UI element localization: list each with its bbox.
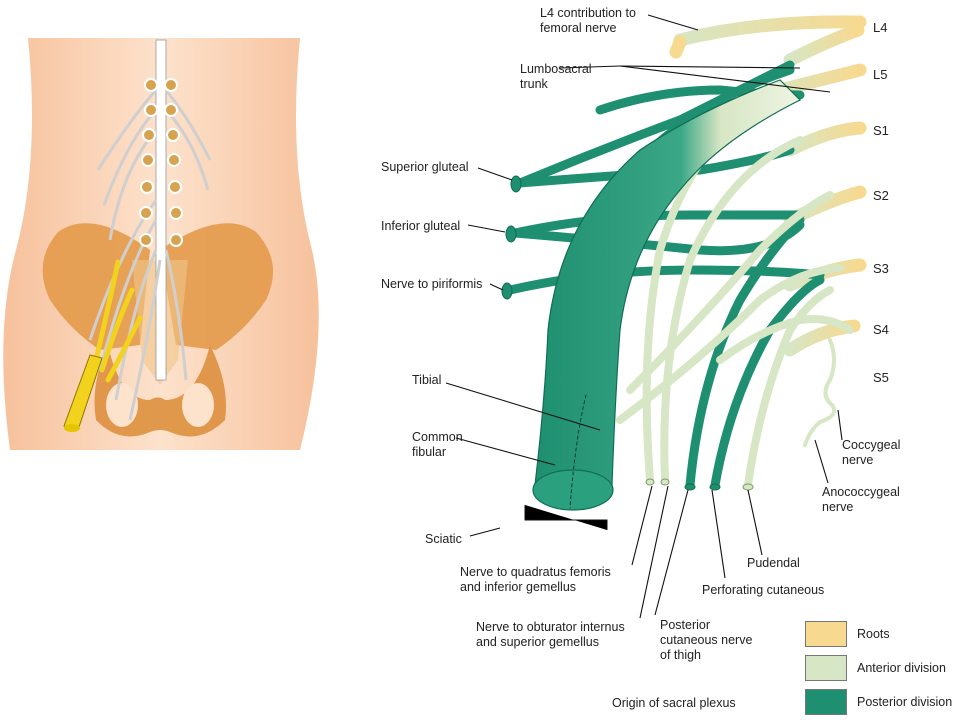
legend-item-posterior: Posterior division [805,689,952,715]
root-label-s1: S1 [873,123,889,138]
right-obturator-foramen [182,383,214,427]
branch-cut-ends-light [645,478,754,491]
legend-swatch-anterior [805,655,847,681]
root-label-l4: L4 [873,20,888,35]
leader-lines [445,14,843,619]
spinal-cord [155,39,167,381]
label-pudendal: Pudendal [747,556,800,570]
label-nerve-to-quadratus: Nerve to quadratus femoris and inferior … [460,565,611,594]
plexus-main [501,15,867,511]
label-perforating-cutaneous: Perforating cutaneous [702,583,825,597]
legend-label-anterior: Anterior division [857,661,946,675]
sciatic-cut-section [532,469,614,511]
root-label-l5: L5 [873,67,888,82]
label-lumbosacral-trunk: Lumbosacral trunk [520,62,592,91]
label-superior-gluteal: Superior gluteal [381,160,469,174]
label-coccygeal-nerve: Coccygeal nerve [842,438,901,467]
label-tibial: Tibial [412,373,442,387]
legend-swatch-roots [805,621,847,647]
label-caption: Origin of sacral plexus [612,696,736,710]
femoral-contribution-stub [669,35,687,59]
sciatic-cut-end [64,424,80,432]
root-label-s2: S2 [873,188,889,203]
label-anococcygeal-nerve: Anococcygeal nerve [822,485,900,514]
root-label-s5: S5 [873,370,889,385]
branch-cut-ends [501,175,721,491]
torso-inset [3,38,319,450]
label-inferior-gluteal: Inferior gluteal [381,219,461,233]
legend-label-posterior: Posterior division [857,695,953,709]
legend-label-roots: Roots [857,627,890,641]
label-posterior-cutaneous: Posterior cutaneous nerve of thigh [660,618,753,662]
label-common-fibular: Common fibular [412,430,463,459]
sciatic-trunk [534,79,802,486]
label-sciatic: Sciatic [425,532,462,546]
coccygeal-plexus [803,338,837,447]
label-nerve-to-obturator: Nerve to obturator internus and superior… [476,620,625,649]
root-label-s4: S4 [873,322,889,337]
highlighted-plexus [93,259,143,383]
legend-swatch-posterior [805,689,847,715]
right-iliac-wing [160,223,274,350]
label-l4-contribution: L4 contribution to femoral nerve [540,6,636,35]
legend-item-roots: Roots [805,621,890,647]
legend-item-anterior: Anterior division [805,655,946,681]
vertebral-ganglia [139,78,183,247]
label-nerve-to-piriformis: Nerve to piriformis [381,277,483,291]
root-label-s3: S3 [873,261,889,276]
